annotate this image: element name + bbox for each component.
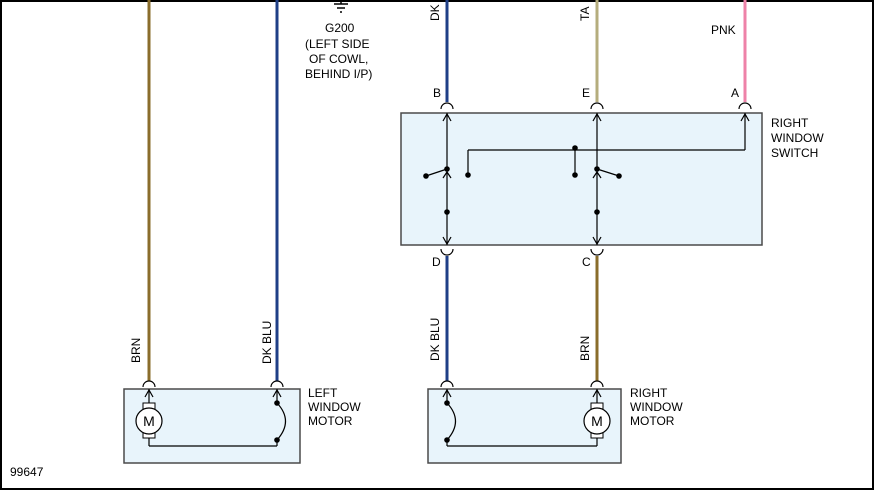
motor-icon: M xyxy=(583,402,611,439)
switch-label-line-3: SWITCH xyxy=(771,146,818,160)
wire-label-dkblu-left: DK BLU xyxy=(260,321,274,364)
ground-name: G200 xyxy=(325,21,355,35)
ground-location-line-3: BEHIND I/P) xyxy=(305,67,372,81)
left-motor-symbol: M xyxy=(143,413,155,429)
switch-pin-a: A xyxy=(731,86,739,100)
wire-label-dkblu-bottom: DK BLU xyxy=(428,318,442,361)
wire-label-brn-left: BRN xyxy=(129,338,143,363)
right-motor-label-line-3: MOTOR xyxy=(630,414,675,428)
switch-internal-circuit xyxy=(425,112,750,246)
switch-pin-b: B xyxy=(433,86,441,100)
left-motor-label-line-3: MOTOR xyxy=(308,414,353,428)
switch-label-line-1: RIGHT xyxy=(771,116,809,130)
wire-label-tan-top: TA xyxy=(578,7,592,21)
right-window-switch-box xyxy=(400,112,763,246)
left-motor-label-line-1: LEFT xyxy=(308,386,338,400)
switch-pin-c: C xyxy=(582,255,591,269)
switch-label-line-2: WINDOW xyxy=(771,131,824,145)
wire-label-brn-bottom: BRN xyxy=(578,336,592,361)
ground-location-line-2: OF COWL, xyxy=(309,52,368,66)
figure-number: 99647 xyxy=(10,465,44,479)
ground-icon xyxy=(334,0,348,13)
ground-location-line-1: (LEFT SIDE xyxy=(305,37,369,51)
wire-label-dkblu-top: DK xyxy=(428,4,442,21)
wire-label-pnk-top: PNK xyxy=(711,23,736,37)
motor-icon: M xyxy=(135,402,163,439)
left-motor-dots xyxy=(274,400,280,443)
right-motor-label-line-2: WINDOW xyxy=(630,400,683,414)
connector-terminals xyxy=(142,102,752,388)
right-motor-symbol: M xyxy=(591,413,603,429)
left-motor-circuit xyxy=(144,388,287,447)
right-motor-label-line-1: RIGHT xyxy=(630,386,668,400)
switch-pin-d: D xyxy=(432,255,441,269)
left-motor-label-line-2: WINDOW xyxy=(308,400,361,414)
switch-pin-e: E xyxy=(582,86,590,100)
switch-contact-dots xyxy=(423,145,622,215)
right-motor-dots xyxy=(444,400,450,443)
